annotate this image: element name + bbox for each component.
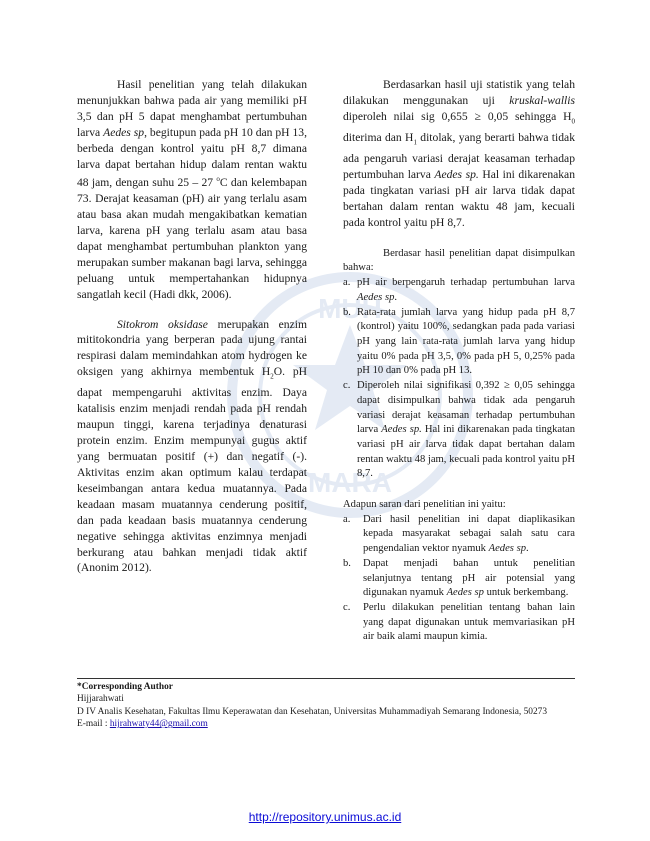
right-column: Berdasarkan hasil uji statistik yang tel…: [343, 77, 575, 645]
author-email-line: E-mail : hijrahwaty44@gmail.com: [77, 719, 208, 730]
list-item: b.Dapat menjadi bahan untuk penelitian s…: [343, 557, 575, 599]
results-paragraph: Hasil penelitian yang telah dilakukan me…: [77, 78, 307, 301]
list-item: c.Diperoleh nilai signifikasi 0,392 ≥ 0,…: [343, 380, 576, 480]
suggestion-intro: Adapun saran dari penelitian ini yaitu:: [343, 499, 506, 511]
repository-link[interactable]: http://repository.unimus.ac.id: [248, 810, 402, 824]
footnote-heading: *Corresponding Author: [77, 682, 173, 692]
statistics-paragraph: Berdasarkan hasil uji statistik yang tel…: [343, 78, 576, 229]
repository-footer: http://repository.unimus.ac.id: [0, 810, 650, 824]
left-column: Hasil penelitian yang telah dilakukan me…: [77, 77, 307, 576]
corresponding-author-footnote: *Corresponding Author Hijjarahwati D IV …: [77, 681, 575, 731]
list-item: a.Dari hasil penelitian ini dapat diapli…: [343, 513, 575, 555]
list-item: a.pH air berpengaruh terhadap pertumbuha…: [343, 277, 575, 303]
list-item: b.Rata-rata jumlah larva yang hidup pada…: [343, 306, 575, 377]
author-affiliation: D IV Analis Kesehatan, Fakultas Ilmu Kep…: [77, 706, 548, 717]
enzyme-paragraph: Sitokrom oksidase merupakan enzim mitito…: [77, 317, 307, 575]
suggestion-list: a.Dari hasil penelitian ini dapat diapli…: [343, 513, 575, 645]
conclusion-list: a.pH air berpengaruh terhadap pertumbuha…: [343, 276, 575, 482]
list-item: c.Perlu dilakukan penelitian tentang bah…: [343, 601, 575, 643]
footnote-divider: [77, 678, 575, 679]
author-email-link[interactable]: hijrahwaty44@gmail.com: [109, 719, 208, 730]
author-name: Hijjarahwati: [77, 694, 124, 705]
conclusion-intro: Berdasar hasil penelitian dapat disimpul…: [343, 247, 575, 274]
